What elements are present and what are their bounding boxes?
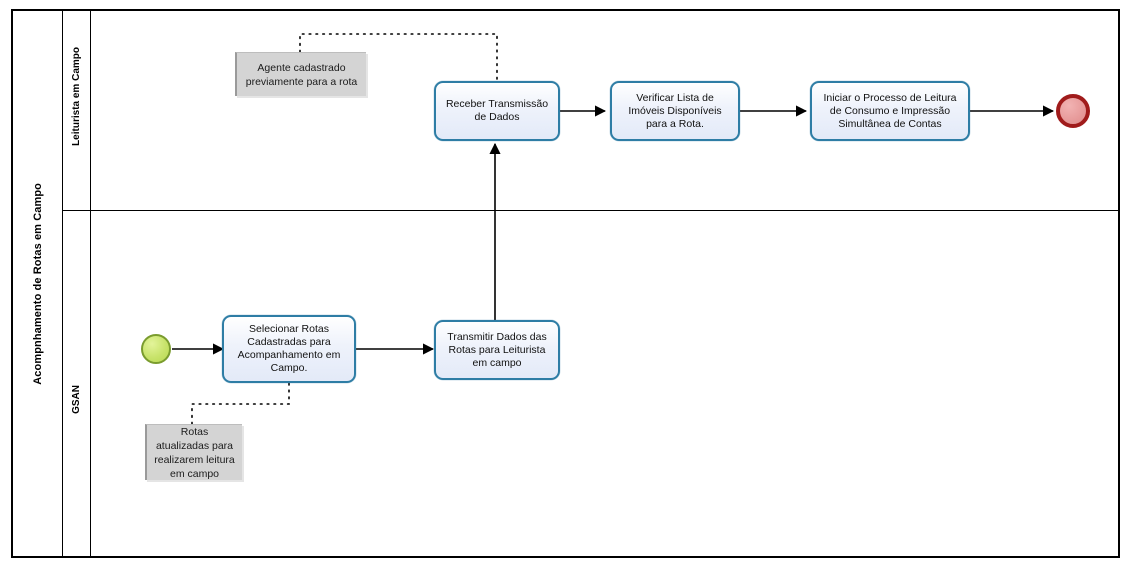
text-annotation-agente-cadastrado: Agente cadastrado previamente para a rot… bbox=[235, 52, 366, 96]
text-annotation-rotas-atualizadas: Rotas atualizadas para realizarem leitur… bbox=[145, 424, 242, 480]
task-iniciar-processo-leitura[interactable]: Iniciar o Processo de Leitura de Consumo… bbox=[810, 81, 970, 141]
task-selecionar-rotas-cadastradas[interactable]: Selecionar Rotas Cadastradas para Acompa… bbox=[222, 315, 356, 383]
lane-gsan-header: GSAN bbox=[63, 211, 91, 556]
text-annotation-agente-label: Agente cadastrado previamente para a rot… bbox=[245, 61, 358, 88]
task-verificar-label: Verificar Lista de Imóveis Disponíveis p… bbox=[628, 91, 722, 130]
pool-header: Acompnhamento de Rotas em Campo bbox=[13, 11, 63, 556]
lane-leiturista-em-campo: Leiturista em Campo bbox=[63, 11, 1120, 211]
lane-gsan-label: GSAN bbox=[71, 385, 82, 414]
text-annotation-rotas-label: Rotas atualizadas para realizarem leitur… bbox=[154, 425, 235, 480]
task-receber-transmissao-de-dados[interactable]: Receber Transmissão de Dados bbox=[434, 81, 560, 141]
task-selecionar-label: Selecionar Rotas Cadastradas para Acompa… bbox=[237, 323, 341, 374]
task-transmitir-dados-rotas[interactable]: Transmitir Dados das Rotas para Leituris… bbox=[434, 320, 560, 380]
end-event[interactable] bbox=[1056, 94, 1090, 128]
lane-gsan: GSAN bbox=[63, 211, 1120, 556]
lane-leiturista-header: Leiturista em Campo bbox=[63, 11, 91, 210]
lane-leiturista-label: Leiturista em Campo bbox=[71, 47, 82, 146]
task-receber-label: Receber Transmissão de Dados bbox=[445, 98, 549, 123]
pool-label: Acompnhamento de Rotas em Campo bbox=[31, 182, 44, 385]
task-transmitir-label: Transmitir Dados das Rotas para Leituris… bbox=[447, 330, 547, 369]
task-iniciar-label: Iniciar o Processo de Leitura de Consumo… bbox=[823, 91, 957, 130]
task-verificar-lista-imoveis[interactable]: Verificar Lista de Imóveis Disponíveis p… bbox=[610, 81, 740, 141]
start-event[interactable] bbox=[141, 334, 171, 364]
